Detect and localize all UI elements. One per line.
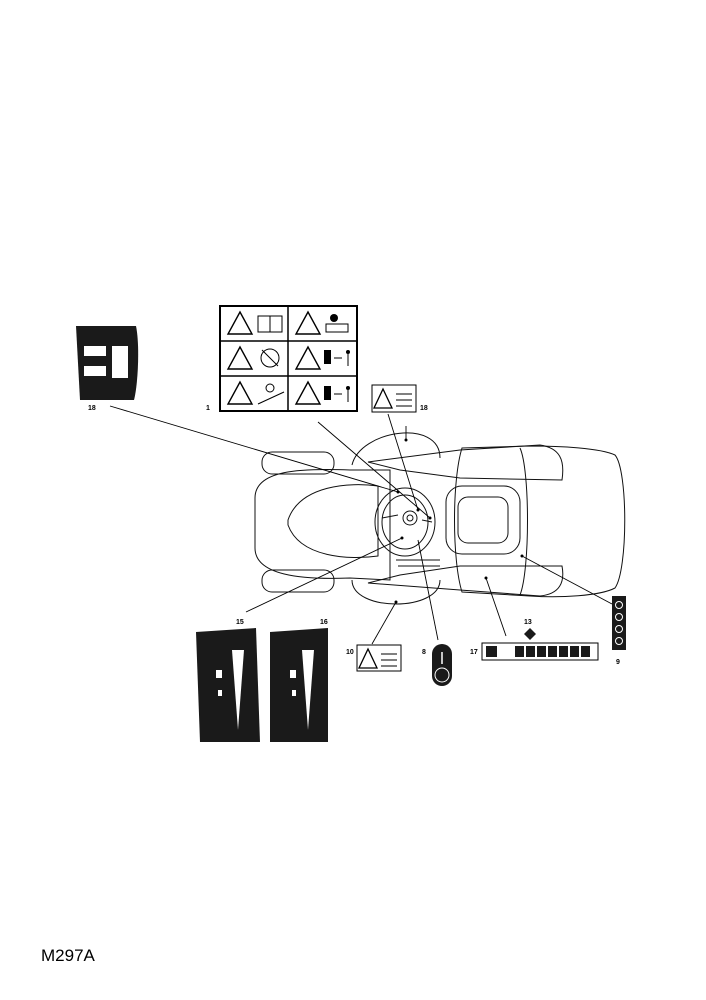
decal-8-parking-brake [432,644,452,686]
callout-16: 16 [320,619,328,626]
callout-18-right: 18 [420,405,428,412]
callout-15: 15 [236,619,244,626]
warning-triangle-icon [226,310,322,405]
tractor-icon [325,314,349,333]
callout-9: 9 [616,659,620,666]
callout-13: 13 [524,619,532,626]
decal-9-indicator [612,596,626,650]
callout-1: 1 [206,405,210,412]
decal-18-lever-label [76,326,139,400]
callout-8: 8 [422,649,426,656]
callout-18-left: 18 [88,405,96,412]
callout-10: 10 [346,649,354,656]
decal-13-diamond [524,628,536,640]
leader-lines [109,405,613,645]
decal-17-height-strip [481,642,599,661]
decal-1-warning-panel [219,305,358,412]
keep-away-icon [324,350,350,366]
decal-15-throttle [196,628,260,742]
slope-icon [257,383,285,405]
decal-16-throttle [270,628,328,742]
tractor-top-view [254,432,626,605]
decal-10-warning [356,644,402,672]
figure-code: M297A [41,946,95,965]
callout-17: 17 [470,649,478,656]
manual-icon [257,315,283,333]
thrown-objects-icon [260,348,280,368]
keep-away-icon-2 [324,386,350,402]
decal-18-warning [371,384,417,413]
